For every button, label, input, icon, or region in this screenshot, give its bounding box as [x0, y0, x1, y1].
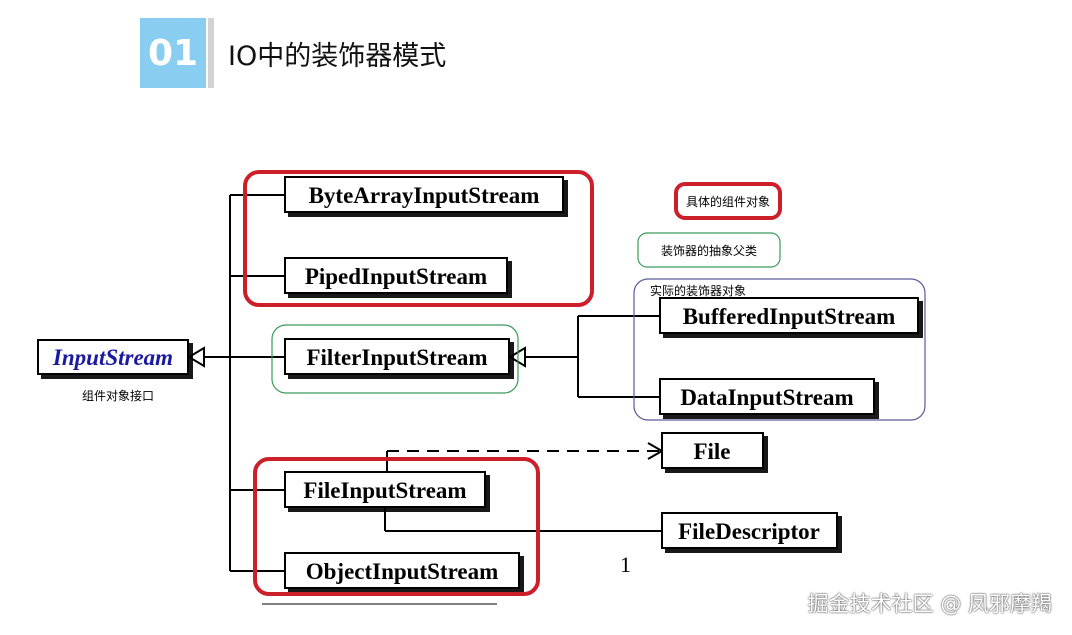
- legend-concrete-decorator: 实际的装饰器对象: [650, 283, 746, 298]
- class-box-fileinputstream: FileInputStream: [284, 471, 486, 508]
- svg-text:ByteArrayInputStream: ByteArrayInputStream: [309, 183, 540, 208]
- group-outline-bottom-components: [253, 457, 540, 596]
- svg-text:FileDescriptor: FileDescriptor: [678, 519, 820, 544]
- svg-text:DataInputStream: DataInputStream: [680, 385, 853, 410]
- class-box-datainputstream: DataInputStream: [659, 378, 875, 415]
- section-number-badge: 01: [140, 18, 206, 88]
- svg-text:FileInputStream: FileInputStream: [303, 478, 466, 503]
- slide-title: IO中的装饰器模式: [228, 41, 447, 72]
- inputstream-caption: 组件对象接口: [82, 388, 154, 403]
- class-box-file: File: [661, 432, 764, 469]
- multiplicity-label: 1: [620, 552, 631, 577]
- svg-text:PipedInputStream: PipedInputStream: [305, 264, 487, 289]
- group-outline-top-components: [243, 170, 594, 307]
- legend-abstract-decorator: 装饰器的抽象父类: [637, 232, 781, 268]
- svg-text:装饰器的抽象父类: 装饰器的抽象父类: [661, 243, 757, 258]
- class-box-bufferedinputstream: BufferedInputStream: [659, 297, 919, 334]
- class-box-pipedinputstream: PipedInputStream: [284, 257, 508, 294]
- legend-concrete-component: 具体的组件对象: [674, 182, 782, 220]
- inheritance-arrow-inputstream: [187, 346, 205, 368]
- svg-text:BufferedInputStream: BufferedInputStream: [683, 304, 896, 329]
- group-outline-abstract-decorator: [271, 324, 519, 394]
- class-box-objectinputstream: ObjectInputStream: [284, 552, 520, 589]
- watermark: 掘金技术社区 @ 凤邪摩羯: [807, 592, 1052, 616]
- class-box-filedescriptor: FileDescriptor: [661, 512, 838, 549]
- slide-header: 01 IO中的装饰器模式: [0, 0, 1072, 100]
- section-number: 01: [147, 33, 199, 74]
- group-outline-concrete-decorators: [633, 278, 926, 421]
- svg-text:InputStream: InputStream: [52, 345, 173, 370]
- class-box-inputstream: InputStream: [37, 339, 189, 375]
- svg-text:ObjectInputStream: ObjectInputStream: [306, 559, 499, 584]
- svg-text:FilterInputStream: FilterInputStream: [306, 345, 487, 370]
- class-box-bytearrayinputstream: ByteArrayInputStream: [284, 176, 564, 213]
- svg-text:具体的组件对象: 具体的组件对象: [686, 194, 770, 209]
- class-box-filterinputstream: FilterInputStream: [284, 338, 510, 375]
- svg-text:File: File: [693, 439, 730, 464]
- badge-divider: [208, 18, 214, 88]
